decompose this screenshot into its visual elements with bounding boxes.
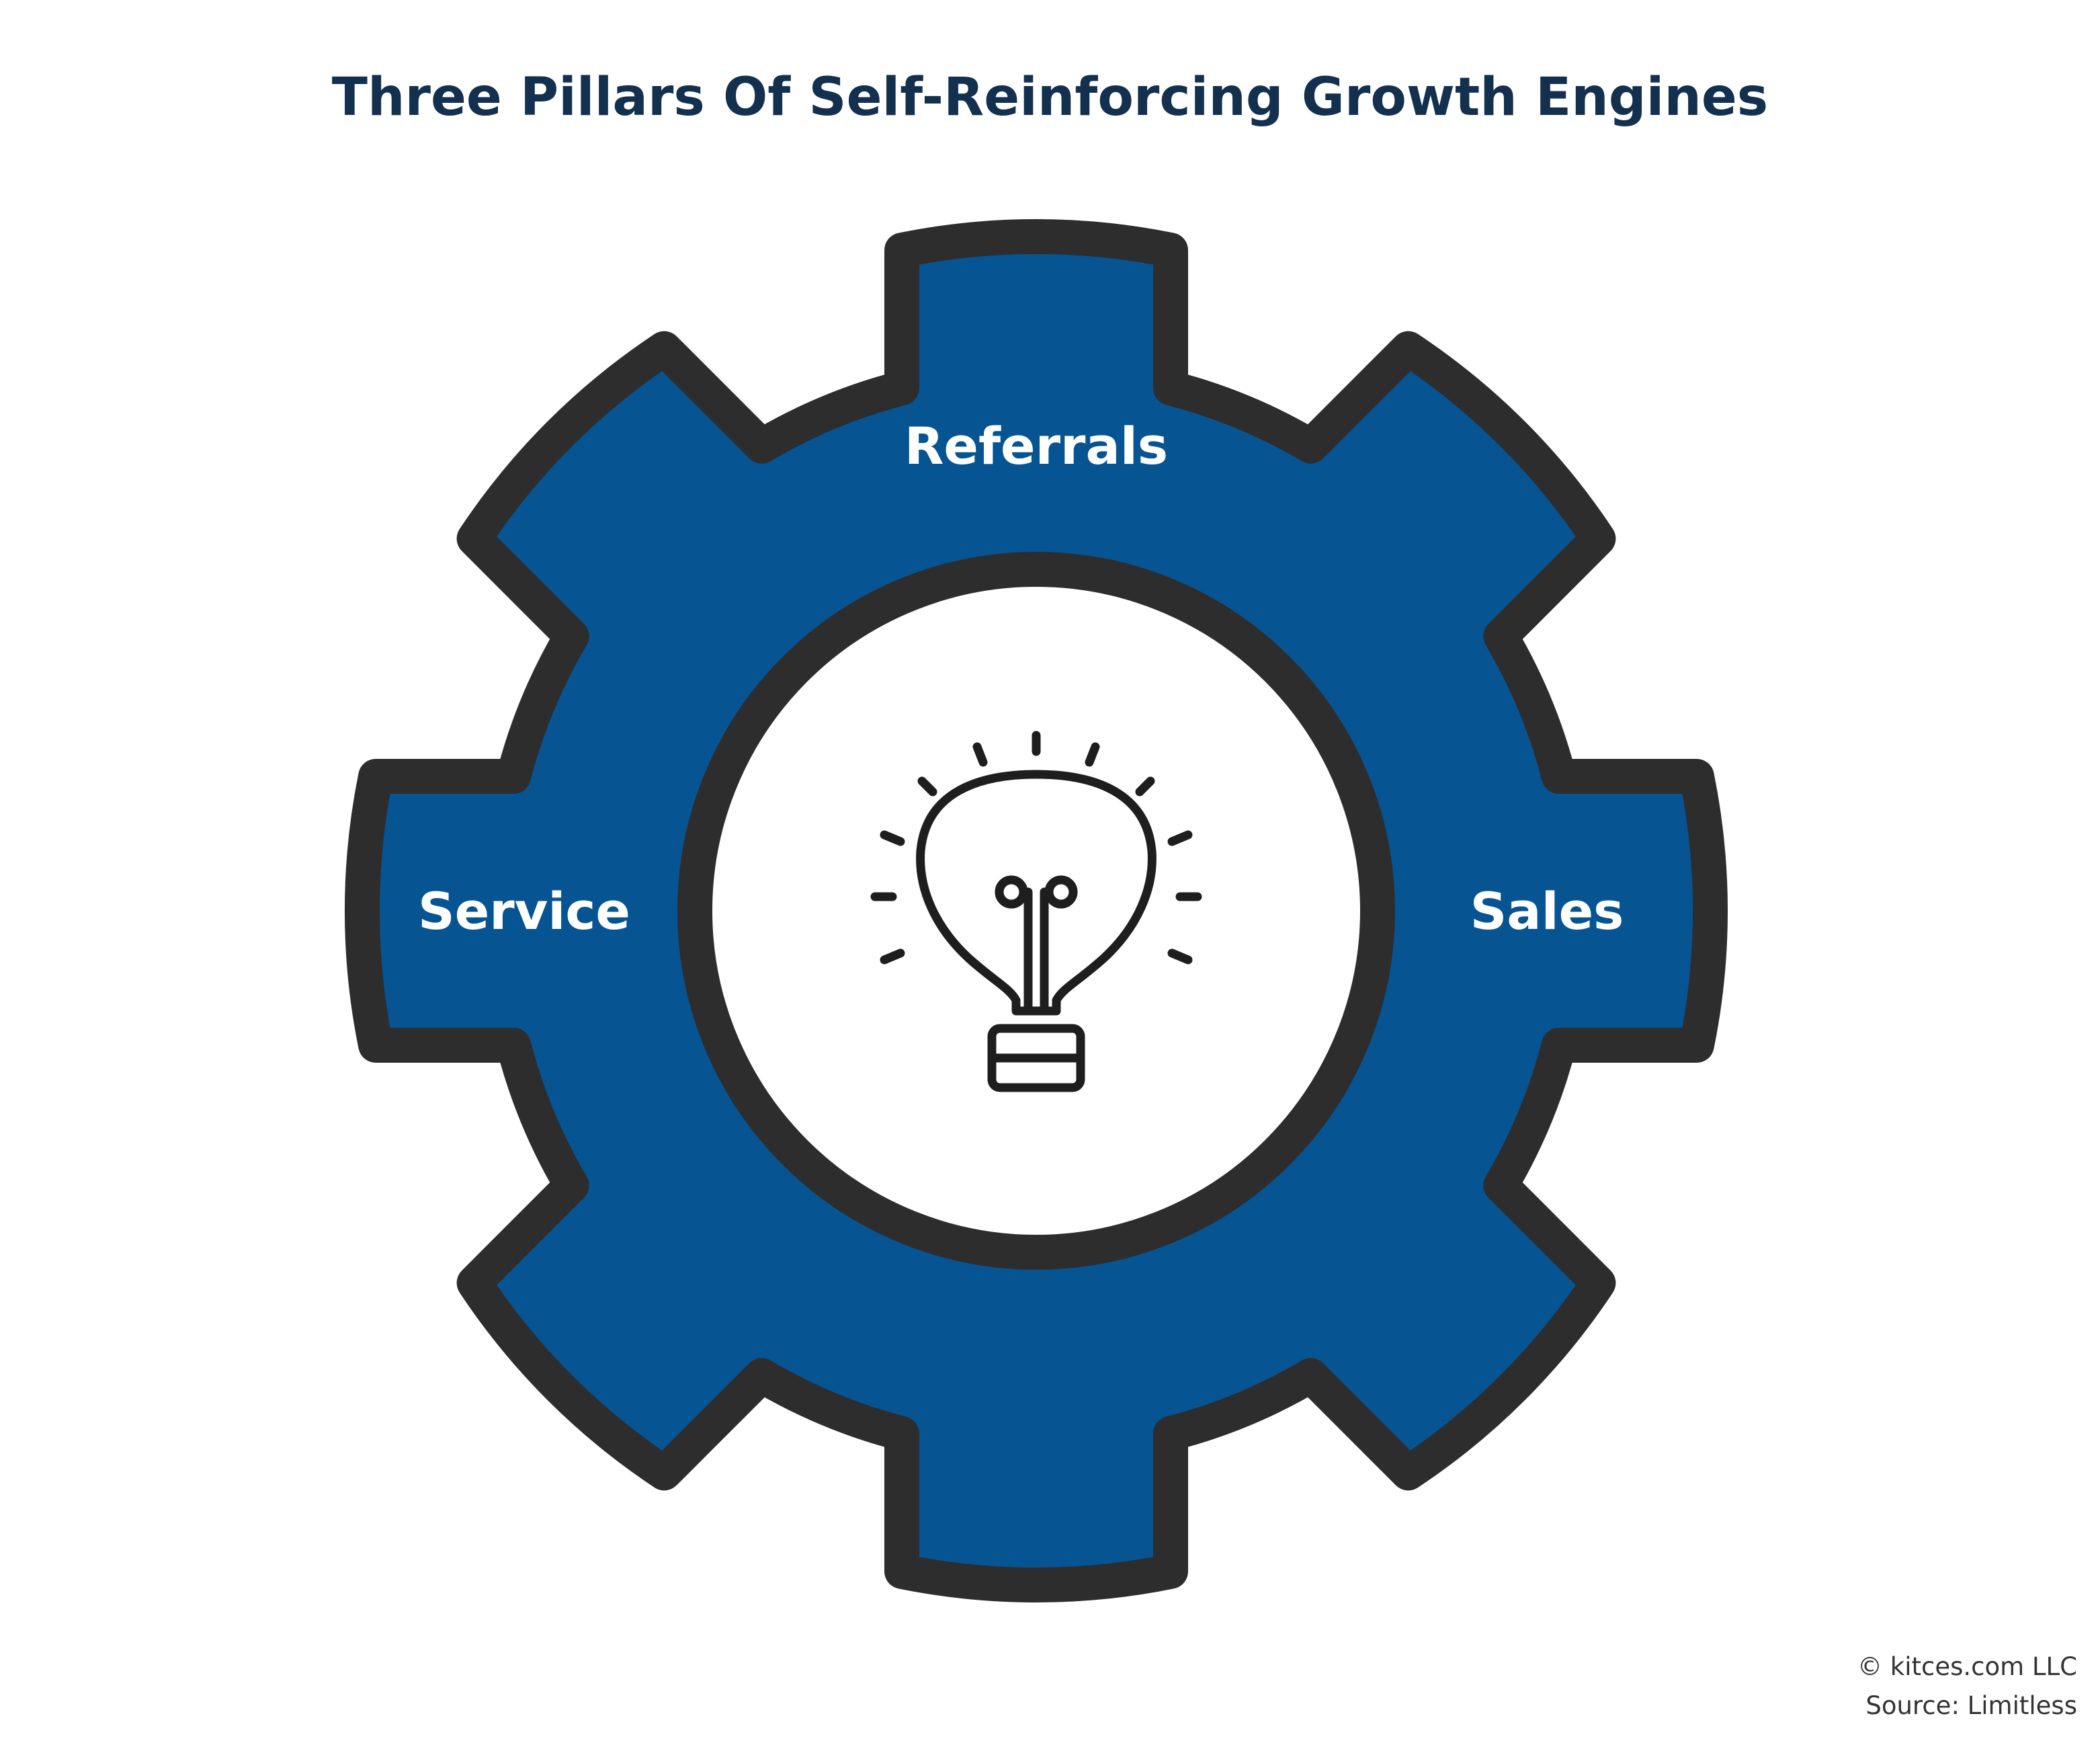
lightbulb-icon xyxy=(870,731,1202,1092)
pillar-label-sales: Sales xyxy=(1470,881,1624,941)
copyright-text: © kitces.com LLC xyxy=(1857,1652,2077,1681)
diagram-title: Three Pillars Of Self-Reinforcing Growth… xyxy=(331,67,1769,128)
source-text: Source: Limitless xyxy=(1865,1691,2077,1720)
pillar-label-referrals: Referrals xyxy=(905,416,1168,476)
pillar-label-service: Service xyxy=(418,881,630,941)
center-hub xyxy=(677,552,1395,1270)
